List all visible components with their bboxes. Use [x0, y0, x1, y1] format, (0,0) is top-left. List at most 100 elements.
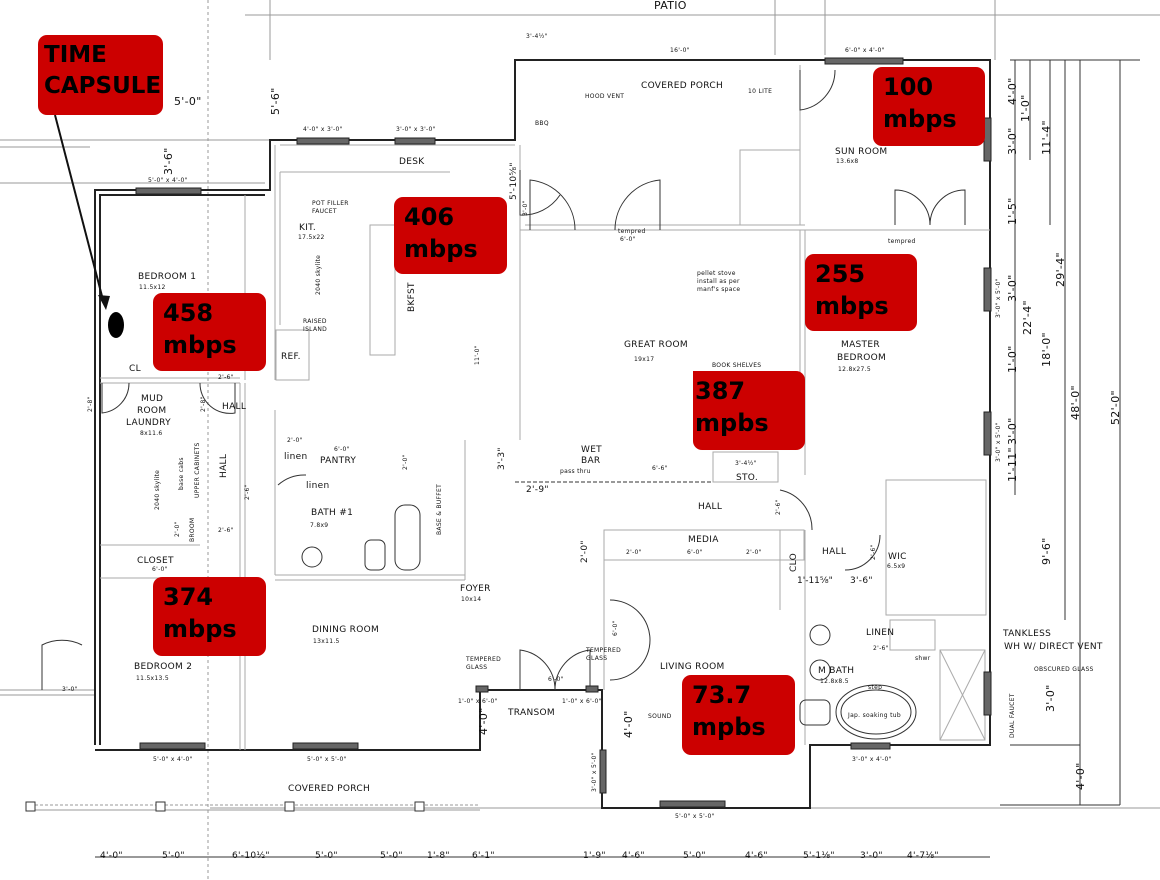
time-capsule-marker — [54, 114, 124, 338]
bkfst-label: BKFST — [407, 282, 417, 312]
speed-unit: mbps — [815, 292, 889, 320]
dim: 5'-6" — [269, 87, 282, 115]
sun-room-label: SUN ROOM — [835, 147, 888, 157]
speed-value: 387 — [695, 377, 746, 405]
great-room-size: 19x17 — [634, 356, 655, 363]
skylite-laundry: 2040 skylite — [154, 469, 161, 510]
shower-label: shwr — [915, 655, 931, 662]
dim: 2'-6" — [873, 645, 889, 652]
mbath-label: M BATH — [818, 666, 855, 676]
laundry-label: LAUNDRY — [126, 418, 171, 428]
dim: 4'-0" x 3'-0" — [303, 126, 343, 133]
dim-right: 22'-4" — [1021, 300, 1034, 335]
pantry-dim: 6'-0" — [334, 446, 350, 453]
clo2-label: CLO — [789, 553, 799, 572]
speed-callout-bedroom2: 374 mbps — [153, 577, 266, 656]
dim: 3'-0" — [522, 200, 529, 216]
dim-right: 29'-4" — [1054, 252, 1067, 287]
hall1-label: HALL — [222, 402, 247, 412]
obscured-glass-label: OBSCURED GLASS — [1034, 666, 1094, 673]
dim: 2'-8" — [200, 396, 207, 412]
dim: 6'-0" x 4'-0" — [845, 47, 885, 54]
speed-value: 73.7 — [692, 681, 752, 709]
dim: 3'-0" x 5'-0" — [591, 752, 598, 792]
dim-right: 11'-4" — [1040, 120, 1053, 155]
speed-callout-living-room: 73.7 mpbs — [682, 675, 795, 755]
dim: 2'-0" — [287, 437, 303, 444]
foyer-label: FOYER — [460, 584, 491, 594]
dim: 16'-0" — [670, 47, 690, 54]
laundry-size: 8x11.6 — [140, 430, 163, 437]
dim: 1'-0" x 6'-0" — [562, 698, 602, 705]
dim: 2'-6" — [870, 544, 877, 560]
pellet-stove-note: pellet stove — [697, 270, 736, 277]
dual-faucet-label: DUAL FAUCET — [1009, 693, 1016, 738]
dim: 6'-6" — [652, 465, 668, 472]
doors — [41, 69, 966, 740]
dim-right: 1'-0" — [1006, 345, 1019, 373]
bar-label: BAR — [581, 456, 601, 466]
speed-unit: mpbs — [692, 713, 766, 741]
dim: 11'-0" — [474, 345, 481, 365]
dim-right: 1'-11" — [1006, 447, 1019, 482]
island-label: ISLAND — [303, 326, 328, 333]
speed-unit: mbps — [404, 235, 478, 263]
dining-size: 13x11.5 — [313, 638, 340, 645]
closet1-label: CL — [129, 364, 141, 374]
dim: 3'-4½" — [526, 33, 548, 40]
dim-right: 3'-0" — [1006, 127, 1019, 155]
dim-right: 52'-0" — [1109, 390, 1122, 425]
transom-label: TRANSOM — [508, 708, 555, 718]
dim-bottom: 5'-0" — [315, 851, 338, 861]
hall3-label: HALL — [698, 502, 723, 512]
broom-label: BROOM — [189, 517, 196, 542]
dim-right: 1'-5" — [1006, 197, 1019, 225]
dim-bottom: 6'-1" — [472, 851, 495, 861]
pass-thru-label: pass thru — [560, 468, 591, 475]
dim: 2'-8" — [87, 396, 94, 412]
dim: 2'-6" — [218, 527, 234, 534]
bath1-size: 7.8x9 — [310, 522, 329, 529]
dim: 1'-0" x 6'-0" — [458, 698, 498, 705]
speed-unit: mpbs — [695, 409, 769, 437]
dim-bottom: 4'-6" — [745, 851, 768, 861]
tempered-glass-right-2: GLASS — [586, 655, 608, 662]
tempered-glass-right: TEMPERED — [586, 647, 622, 654]
speed-callout-great-room: 387 mpbs — [693, 371, 805, 450]
living-room-label: LIVING ROOM — [660, 662, 725, 672]
dim-right: 1'-0" — [1019, 94, 1032, 122]
hall4-label: HALL — [822, 547, 847, 557]
dim: 5'-0" x 5'-0" — [307, 756, 347, 763]
bedroom1-label: BEDROOM 1 — [138, 272, 197, 282]
speed-callout-bedroom1: 458 mbps — [153, 293, 266, 371]
mbath-size: 12.8x8.5 — [820, 678, 849, 685]
speed-callout-master-bedroom: 255 mbps — [805, 254, 917, 331]
dim-bottom: 5'-1⅛" — [803, 851, 835, 861]
dim: 2'-0" — [626, 549, 642, 556]
ten-lite-label: 10 LITE — [748, 88, 773, 95]
dim: 4'-0" — [477, 707, 490, 735]
dim: 5'-0" x 4'-0" — [148, 177, 188, 184]
media-label: MEDIA — [688, 535, 719, 545]
dim: 1'-11⅝" — [797, 576, 833, 586]
interior-walls — [100, 65, 990, 750]
speed-value: 255 — [815, 260, 866, 288]
linen2-label: linen — [306, 481, 330, 491]
dim-bottom: 1'-8" — [427, 851, 450, 861]
speed-value: 100 — [883, 73, 934, 101]
dim-right: 18'-0" — [1040, 332, 1053, 367]
dim: 3'-0" x 5'-0" — [995, 422, 1002, 462]
callout-line: CAPSULE — [44, 73, 162, 99]
speed-value: 406 — [404, 203, 455, 231]
tempred-label-2: tempred — [888, 238, 916, 245]
dim-bottom: 5'-0" — [683, 851, 706, 861]
master-bedroom-label: BEDROOM — [837, 353, 887, 363]
dim-right: 4'-0" — [1006, 77, 1019, 105]
speed-value: 458 — [163, 299, 214, 327]
covered-porch-back-label: COVERED PORCH — [641, 81, 724, 91]
ref-label: REF. — [281, 352, 301, 362]
raised-label: RAISED — [303, 318, 327, 325]
time-capsule-callout: TIME CAPSULE — [38, 35, 163, 115]
